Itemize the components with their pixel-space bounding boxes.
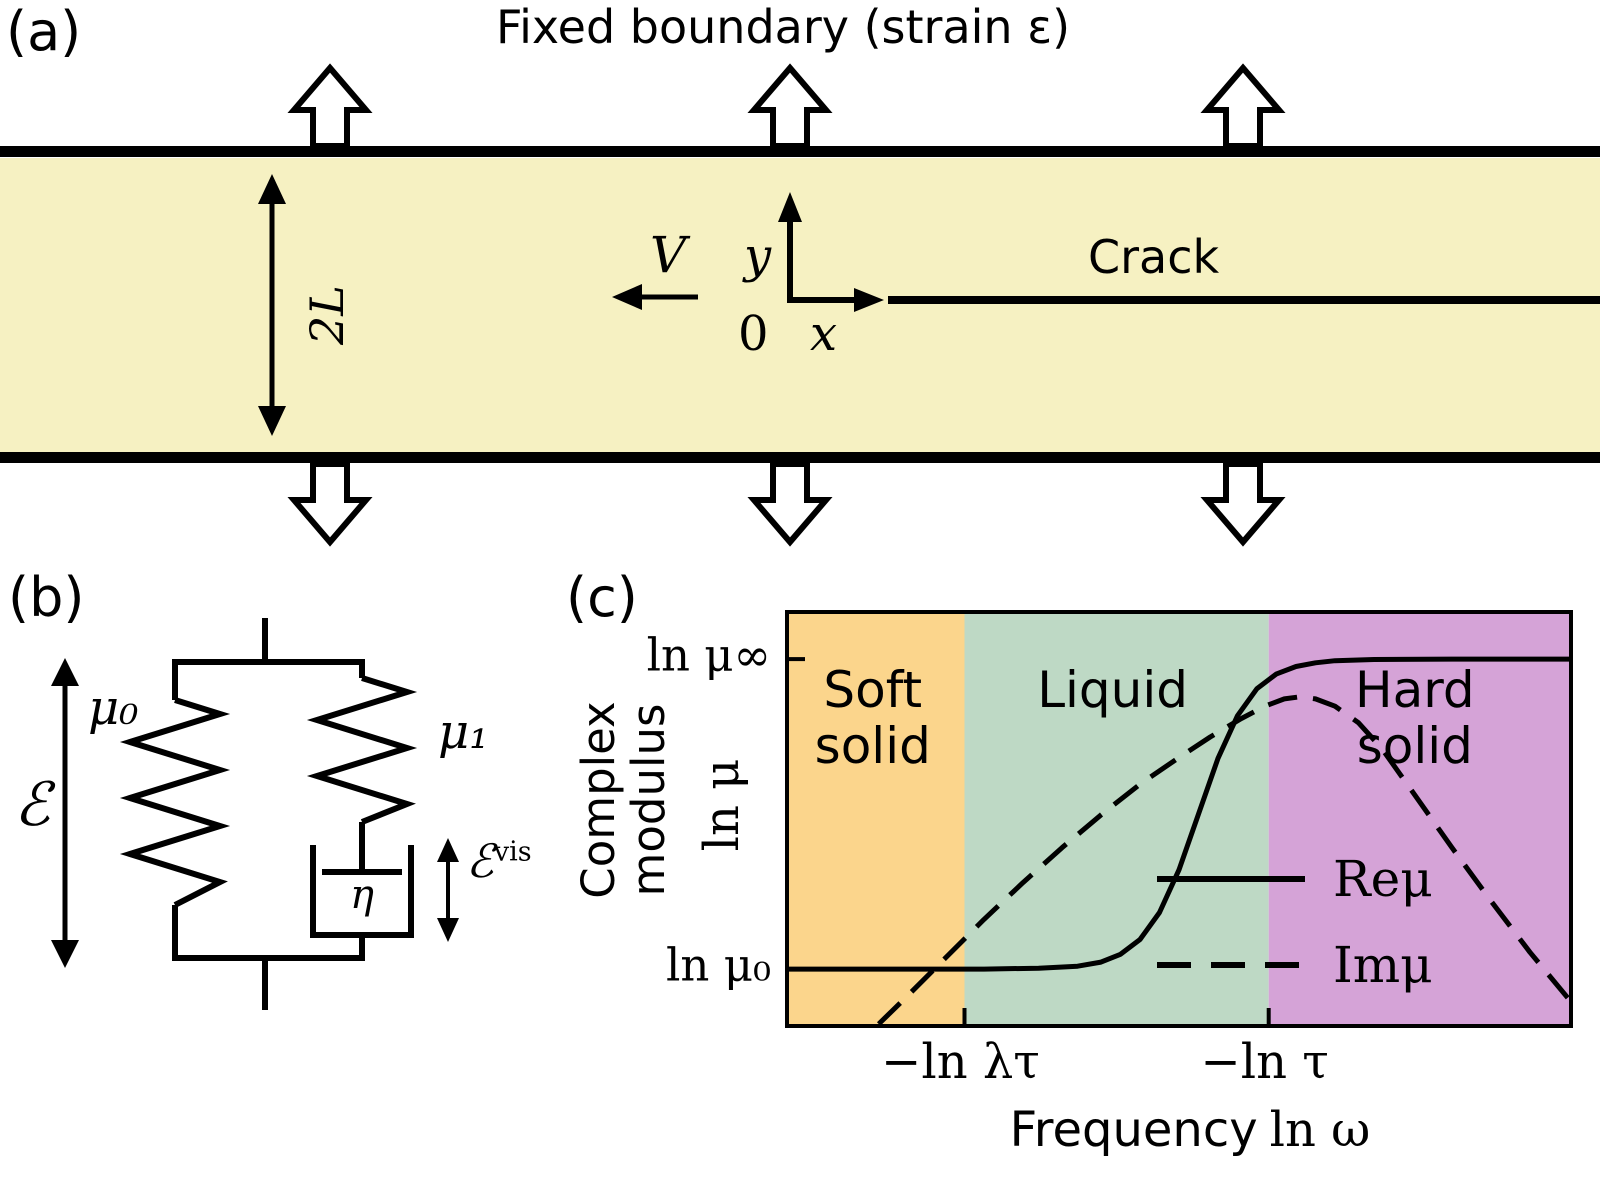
down-arrow-icon: [1200, 461, 1286, 547]
legend-line-dashed: [1157, 962, 1305, 968]
region-band-2: [1268, 614, 1569, 1024]
crack-line: [888, 296, 1600, 304]
spring0-label: μ₀: [88, 680, 139, 736]
x-axis-title-text: Frequency: [1009, 1102, 1258, 1158]
region-label-2: Hard solid: [1355, 661, 1475, 775]
region-label-0: Soft solid: [814, 661, 931, 775]
y-axis-label: y: [744, 228, 772, 284]
viscous-strain-arrow: [437, 838, 459, 942]
legend-item-im: Imμ: [1157, 936, 1433, 994]
total-strain-label: ℰ: [14, 770, 51, 840]
rheological-model: [51, 618, 459, 1010]
strip-width-arrow: [258, 174, 286, 436]
panel-b-tag: (b): [8, 566, 85, 629]
panel-a-tag: (a): [6, 0, 82, 63]
y-axis-math-title: ln μ: [694, 758, 750, 852]
x-tick-label-1: −ln τ: [1200, 1034, 1329, 1090]
coordinate-axes: [778, 192, 884, 312]
x-tick-label-0: −ln λτ: [881, 1034, 1040, 1090]
viscous-strain-base: ℰ: [466, 834, 494, 888]
viscous-strain-label: ℰvis: [466, 834, 532, 888]
y-tick-label-0: ln μ∞: [646, 628, 771, 682]
spring-mu1: [306, 675, 418, 825]
up-arrow-icon: [1200, 63, 1286, 149]
total-strain-arrow: [51, 658, 79, 968]
top-boundary-line: [0, 146, 1600, 157]
modulus-chart: [785, 610, 1573, 1028]
elastic-strip: [0, 158, 1600, 452]
strip-width-label: 2L: [300, 285, 354, 345]
origin-label: 0: [738, 306, 769, 362]
fixed-boundary-title: Fixed boundary (strain ε): [495, 0, 1071, 54]
velocity-label: V: [650, 226, 687, 284]
bottom-boundary-line: [0, 452, 1600, 463]
strip-diagram: [0, 63, 1600, 547]
legend-label-im: Imμ: [1333, 936, 1433, 994]
x-axis-title: Frequency ln ω: [1010, 1102, 1371, 1158]
legend-item-re: Reμ: [1157, 850, 1433, 908]
x-axis-title-math: ln ω: [1269, 1102, 1371, 1158]
chart-overlay: Reμ Imμ Frequency ln ω Soft solid Liquid H…: [647, 610, 1565, 1158]
y-tick-label-1: ln μ₀: [666, 938, 771, 992]
spring1-label: μ₁: [438, 704, 489, 760]
viscous-strain-sup: vis: [493, 836, 532, 868]
series-solid: [789, 656, 1569, 972]
crack-label: Crack: [1088, 230, 1220, 284]
spring-mu0: [119, 697, 231, 908]
region-band-0: [789, 614, 965, 1024]
dashpot-viscosity-label: η: [350, 872, 374, 918]
up-arrow-icon: [287, 63, 373, 149]
region-label-1: Liquid: [1037, 661, 1188, 719]
up-arrow-icon: [747, 63, 833, 149]
legend-label-re: Reμ: [1333, 850, 1433, 908]
series-dashed: [876, 694, 1569, 1024]
down-arrow-icon: [747, 461, 833, 547]
legend-line-solid: [1157, 876, 1305, 882]
down-arrow-icon: [287, 461, 373, 547]
x-axis-label: x: [810, 306, 838, 362]
panel-c-tag: (c): [566, 566, 638, 629]
chart-series: [789, 656, 1569, 1024]
velocity-arrow: [612, 284, 698, 310]
